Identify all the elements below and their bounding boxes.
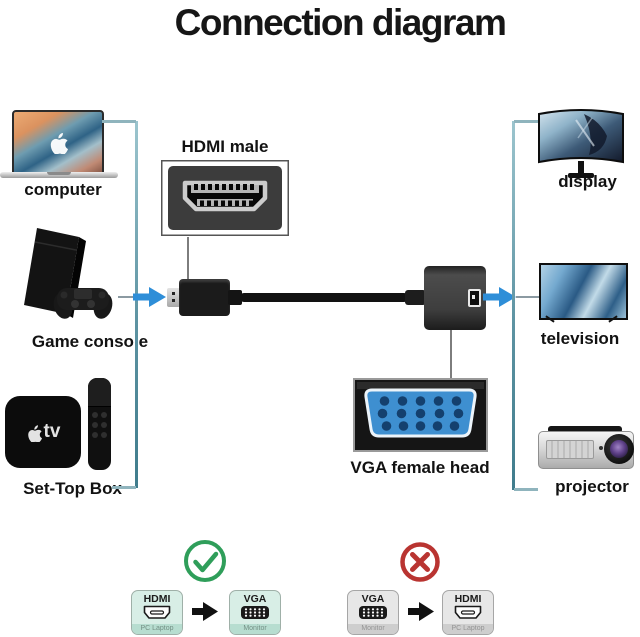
- compat-box-vga-source: VGA Monitor: [347, 590, 399, 635]
- remote-button: [92, 412, 98, 418]
- computer-label: computer: [24, 180, 102, 199]
- display-label: display: [558, 172, 617, 191]
- arrow-right-icon: [192, 602, 218, 621]
- compat-box-type: VGA: [243, 593, 267, 605]
- display-image: [538, 109, 624, 178]
- hdmi-connector-icon: [454, 605, 482, 619]
- arrow-source-to-adapter-icon: [133, 287, 166, 307]
- remote-button: [92, 422, 98, 428]
- adapter-cable: [240, 293, 408, 302]
- callout-line-hdmi: [187, 237, 189, 280]
- remote-button: [101, 412, 107, 418]
- set-top-box-label: Set-Top Box: [23, 479, 122, 498]
- hdmi-male-label: HDMI male: [181, 137, 269, 156]
- arrow-adapter-to-display-icon: [483, 287, 516, 307]
- check-icon: [184, 540, 226, 582]
- hdmi-male-closeup-image: [161, 160, 289, 236]
- compat-box-device: Monitor: [230, 624, 280, 634]
- television-image: [539, 263, 628, 320]
- projector-indicator: [599, 446, 603, 450]
- remote-touchpad: [88, 378, 111, 407]
- projector-label: projector: [555, 477, 629, 496]
- game-console-label: Game console: [31, 332, 149, 351]
- laptop-image: [12, 110, 104, 174]
- compat-box-hdmi-target: HDMI PC Laptop: [442, 590, 494, 635]
- remote-button: [92, 432, 98, 438]
- cross-icon: [400, 542, 440, 582]
- connector-stub-computer: [102, 120, 136, 123]
- hdmi-plug-neck: [228, 290, 242, 305]
- connector-stub-display: [514, 120, 540, 123]
- vga-connector-icon: [241, 606, 269, 619]
- cable-strain-relief: [405, 290, 426, 305]
- plug-pin: [172, 299, 175, 302]
- vga-connector-icon: [359, 606, 387, 619]
- connector-stub-projector: [514, 488, 538, 491]
- compat-box-device: Monitor: [348, 624, 398, 634]
- compat-box-device: PC Laptop: [443, 624, 493, 634]
- compat-box-hdmi-source: HDMI PC Laptop: [131, 590, 183, 635]
- compat-box-type: VGA: [361, 593, 385, 605]
- compat-box-vga-target: VGA Monitor: [229, 590, 281, 635]
- game-console-image: [24, 228, 113, 319]
- vga-port-graphic: [355, 380, 486, 450]
- vga-port-icon: [468, 289, 481, 307]
- callout-line-vga: [450, 330, 452, 378]
- laptop-base: [0, 172, 118, 178]
- compat-box-type: HDMI: [143, 593, 171, 605]
- compat-box-device: PC Laptop: [132, 624, 182, 634]
- remote-image: [88, 378, 111, 470]
- connector-stub-console: [118, 296, 136, 298]
- hdmi-plug-tip: [167, 288, 180, 307]
- plug-pin: [172, 292, 175, 295]
- remote-button: [101, 422, 107, 428]
- television-label: television: [540, 329, 620, 348]
- hdmi-plug-body: [179, 279, 230, 316]
- hdmi-connector-icon: [143, 605, 171, 619]
- connector-stub-television: [516, 296, 540, 298]
- vga-female-label: VGA female head: [350, 458, 490, 477]
- connector-line-left: [135, 121, 138, 488]
- arrow-right-icon: [408, 602, 434, 621]
- projector-vent: [546, 440, 594, 459]
- apple-tv-logo-text: tv: [43, 421, 61, 442]
- projector-top: [548, 426, 622, 433]
- connector-line-right: [512, 121, 515, 490]
- projector-lens: [604, 434, 634, 464]
- vga-port-icon-inner: [472, 295, 475, 299]
- connector-stub-settop: [112, 486, 136, 489]
- apple-logo-icon: [50, 133, 68, 154]
- projector-lens-glass: [610, 440, 628, 458]
- laptop-notch: [47, 172, 71, 175]
- vga-female-closeup-image: [353, 378, 488, 452]
- remote-button: [101, 432, 107, 438]
- compat-box-type: HDMI: [454, 593, 482, 605]
- set-top-box-image: tv: [5, 396, 81, 468]
- page-title: Connection diagram: [174, 2, 507, 43]
- apple-logo-icon: [27, 424, 42, 442]
